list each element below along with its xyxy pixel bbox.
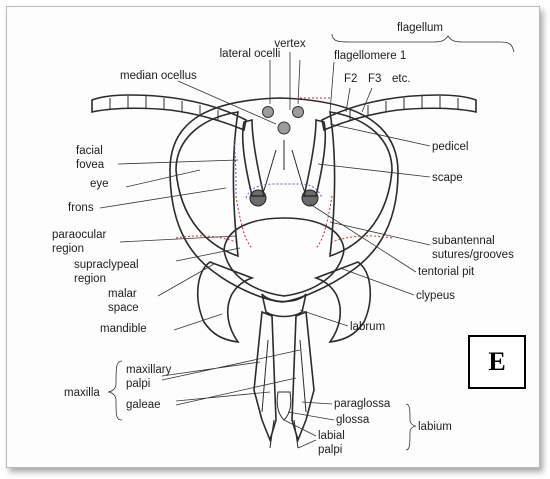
label-glossa: glossa	[336, 414, 370, 426]
lateral-ocellus-right	[293, 107, 304, 118]
label-subantennal: subantennal	[432, 235, 495, 247]
label-labrum: labrum	[350, 321, 385, 333]
label-paraocular: paraocular	[52, 229, 107, 241]
glossa-shape	[277, 392, 291, 420]
label-f3: F3	[368, 73, 381, 85]
left-scape	[243, 120, 264, 196]
right-flagellum	[322, 95, 476, 130]
label-scape: scape	[432, 172, 463, 184]
label-facial: facial	[76, 145, 103, 157]
label-galeae: galeae	[126, 399, 161, 411]
label-maxilla: maxilla	[64, 387, 100, 399]
label-supraclypeal: supraclypeal	[74, 259, 139, 271]
left-mandible	[198, 262, 252, 342]
label-tentorial-pit: tentorial pit	[418, 266, 475, 278]
label-flagellomere-1: flagellomere 1	[334, 50, 406, 62]
label-mandible: mandible	[100, 323, 147, 335]
left-flagellum	[92, 95, 246, 130]
label-eye: eye	[90, 178, 109, 190]
label-supraclypeal-region: region	[74, 273, 106, 285]
label-f2: F2	[344, 73, 357, 85]
lateral-ocellus-left	[263, 107, 274, 118]
median-ocellus-shape	[278, 122, 290, 134]
label-labial-palpi: palpi	[318, 444, 342, 456]
label-maxillary: maxillary	[126, 364, 172, 376]
clypeus-shape	[224, 218, 344, 296]
label-malar: malar	[108, 288, 137, 300]
label-etc: etc.	[392, 73, 411, 85]
diagram-labels: flagellum vertex lateral ocelli flagello…	[52, 22, 514, 456]
label-maxillary-palpi: palpi	[126, 378, 150, 390]
right-scape	[304, 120, 325, 196]
panel-letter: E	[468, 335, 526, 389]
label-lateral-ocelli: lateral ocelli	[220, 48, 281, 60]
label-paraocular-region: region	[52, 243, 84, 255]
label-flagellum: flagellum	[397, 22, 443, 34]
label-frons: frons	[68, 202, 94, 214]
label-sutures-grooves: sutures/grooves	[432, 249, 514, 261]
label-clypeus: clypeus	[416, 290, 455, 302]
label-fovea: fovea	[76, 159, 105, 171]
label-paraglossa: paraglossa	[334, 398, 391, 410]
label-malar-space: space	[108, 302, 139, 314]
label-labial: labial	[318, 430, 345, 442]
label-median-ocellus: median ocellus	[120, 70, 197, 82]
label-pedicel: pedicel	[432, 141, 468, 153]
label-labium: labium	[418, 421, 452, 433]
left-eye	[176, 112, 238, 256]
